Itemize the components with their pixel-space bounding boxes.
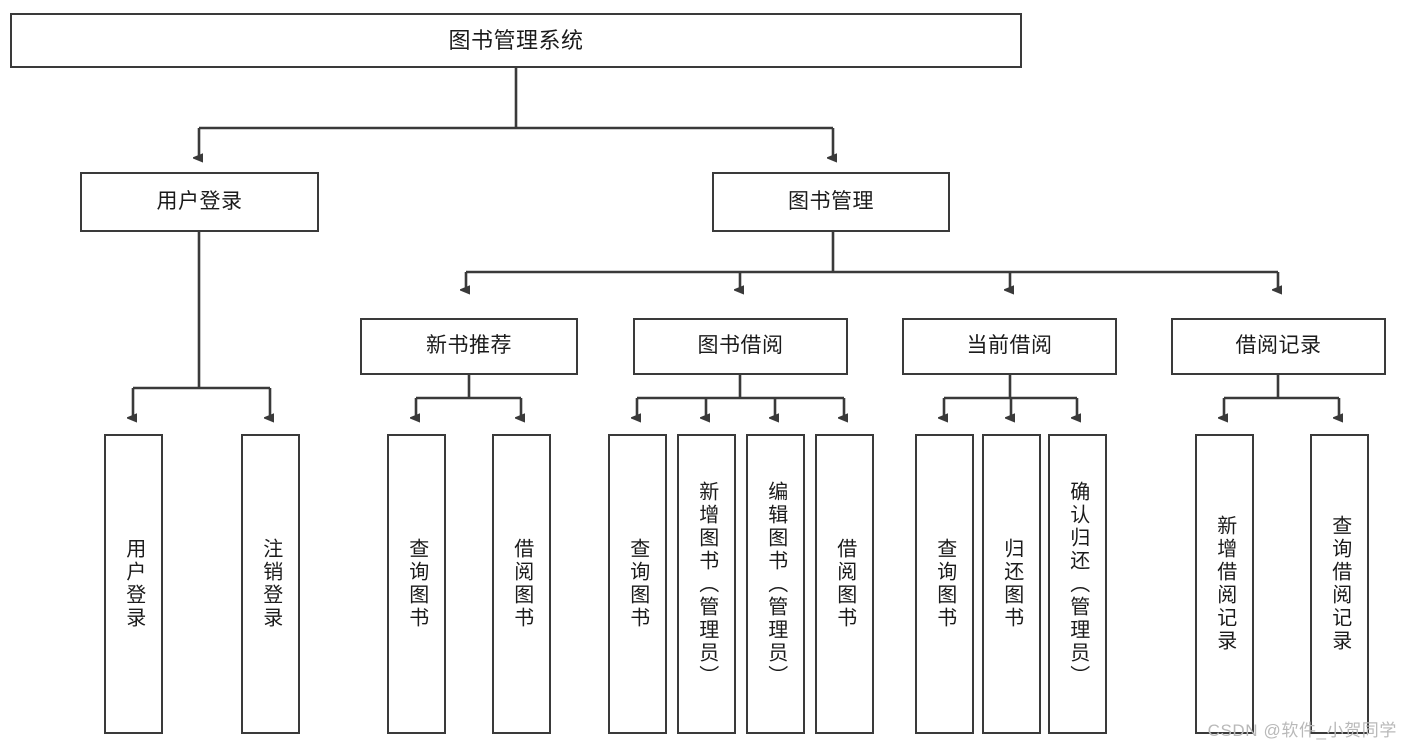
node-root[interactable]: 图书管理系统 [10,13,1022,68]
leaf-add-book-label: 新增图书（管理员） [695,480,718,688]
node-new-book-rec-label: 新书推荐 [426,334,512,358]
node-book-borrow-label: 图书借阅 [697,334,784,358]
watermark: CSDN @软件_小贺同学 [1207,721,1397,740]
node-new-book-rec[interactable]: 新书推荐 [360,318,578,375]
node-borrow-record-label: 借阅记录 [1235,334,1322,358]
leaf-query-record[interactable]: 查询借阅记录 [1310,434,1369,734]
leaf-add-record[interactable]: 新增借阅记录 [1195,434,1254,734]
leaf-user-logout-label: 注销登录 [259,538,282,630]
leaf-query-book-1-label: 查询图书 [405,538,428,630]
leaf-query-book-2-label: 查询图书 [626,538,649,630]
leaf-query-book-3-label: 查询图书 [933,538,956,630]
leaf-query-book-3[interactable]: 查询图书 [915,434,974,734]
leaf-query-record-label: 查询借阅记录 [1328,515,1351,653]
leaf-borrow-book-1-label: 借阅图书 [510,538,533,630]
node-user-login[interactable]: 用户登录 [80,172,319,232]
node-current-borrow[interactable]: 当前借阅 [902,318,1117,375]
leaf-query-book-2[interactable]: 查询图书 [608,434,667,734]
node-current-borrow-label: 当前借阅 [966,334,1053,358]
leaf-borrow-book-2[interactable]: 借阅图书 [815,434,874,734]
leaf-query-book-1[interactable]: 查询图书 [387,434,446,734]
node-root-label: 图书管理系统 [448,27,584,53]
node-user-login-label: 用户登录 [156,189,243,213]
leaf-edit-book[interactable]: 编辑图书（管理员） [746,434,805,734]
leaf-user-login-label: 用户登录 [122,538,145,630]
leaf-borrow-book-1[interactable]: 借阅图书 [492,434,551,734]
leaf-edit-book-label: 编辑图书（管理员） [764,480,787,688]
leaf-confirm-return-label: 确认归还（管理员） [1066,480,1089,688]
node-borrow-record[interactable]: 借阅记录 [1171,318,1386,375]
leaf-return-book[interactable]: 归还图书 [982,434,1041,734]
leaf-confirm-return[interactable]: 确认归还（管理员） [1048,434,1107,734]
leaf-borrow-book-2-label: 借阅图书 [833,538,856,630]
node-book-borrow[interactable]: 图书借阅 [633,318,848,375]
leaf-return-book-label: 归还图书 [1000,538,1023,630]
node-book-manage-label: 图书管理 [788,189,874,213]
leaf-user-logout[interactable]: 注销登录 [241,434,300,734]
leaf-add-record-label: 新增借阅记录 [1213,515,1236,653]
leaf-add-book[interactable]: 新增图书（管理员） [677,434,736,734]
node-book-manage[interactable]: 图书管理 [712,172,950,232]
leaf-user-login[interactable]: 用户登录 [104,434,163,734]
